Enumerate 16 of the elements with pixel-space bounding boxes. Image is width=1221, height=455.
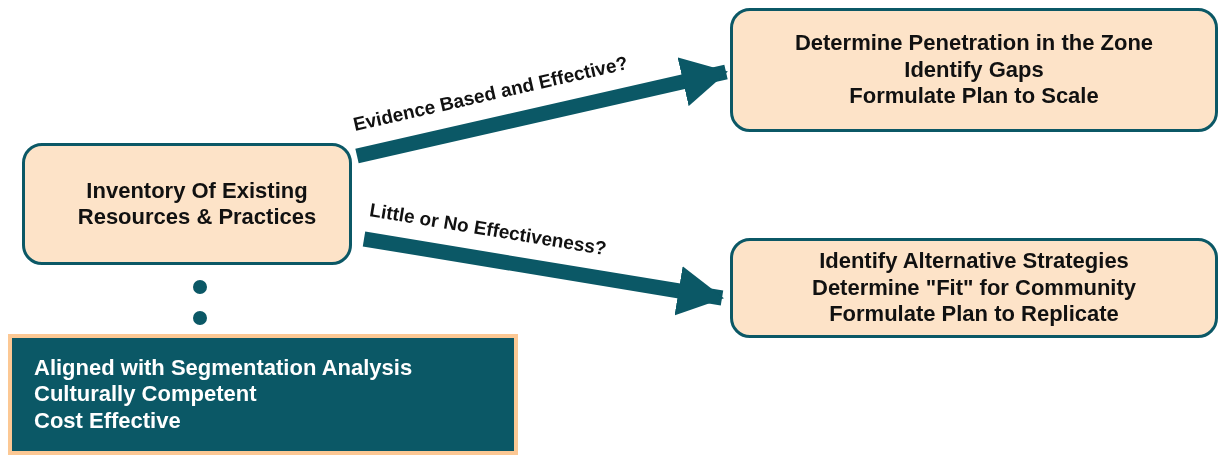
- box-text: Identify Gaps: [904, 56, 1044, 84]
- arrow: [355, 57, 728, 164]
- criteria-box: [8, 334, 518, 455]
- box-text: Cost Effective: [34, 407, 181, 435]
- box-text: Identify Alternative Strategies: [819, 248, 1129, 275]
- inventory-box: [22, 143, 352, 265]
- box-text: Formulate Plan to Scale: [849, 83, 1099, 110]
- box-text: Culturally Competent: [34, 381, 257, 408]
- arrow: [362, 231, 724, 316]
- box-text: Formulate Plan to Replicate: [829, 301, 1119, 328]
- box-text: Determine "Fit" for Community: [812, 274, 1136, 302]
- outcome-box: [730, 238, 1218, 338]
- box-text: Determine Penetration in the Zone: [794, 30, 1154, 57]
- box-text: Aligned with Segmentation Analysis: [34, 354, 413, 382]
- outcome-box: [730, 8, 1218, 132]
- box-text: Inventory Of Existing Resources & Practices: [76, 177, 318, 231]
